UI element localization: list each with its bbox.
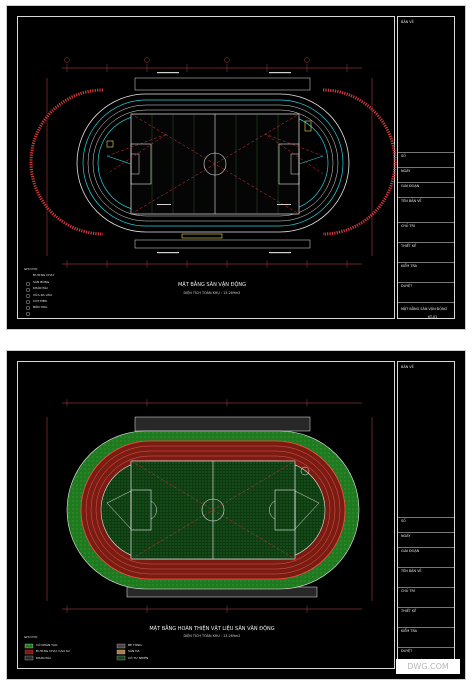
title-block-row: SỐ: [401, 154, 406, 158]
title-block-header: BẢN VẼ: [401, 20, 414, 24]
legend-item: BÊ TÔNG: [128, 643, 142, 647]
title-block-row: CHỦ TRÌ: [401, 589, 415, 593]
title-block-row: GIAI ĐOẠN: [401, 184, 420, 188]
legend-heading: GHI CHÚ:: [24, 267, 38, 271]
title-block-row: SỐ: [401, 519, 406, 523]
title-block-row: TÊN BẢN VẼ: [401, 569, 422, 573]
track-outer: [76, 93, 350, 233]
title-block-row: KIỂM TRA: [401, 264, 417, 268]
legend-item: KHÁN ĐÀI: [36, 655, 51, 660]
legend: GHI CHÚ: ĐƯỜNG CHẠY SÂN BÓNG KHÁN ĐÀI CỬ…: [24, 266, 54, 311]
legend-item: BỒN HOA: [33, 305, 48, 310]
title-block: BẢN VẼ SỐ NGÀY GIAI ĐOẠN TÊN BẢN VẼ CHỦ …: [397, 16, 455, 319]
title-block-row: NGÀY: [401, 169, 411, 173]
legend-item: ĐƯỜNG CHẠY: [33, 273, 55, 278]
stand-north: [134, 77, 311, 91]
legend-item: CỎ NHÂN TẠO: [36, 643, 58, 647]
sheet-code: KT-01: [428, 315, 438, 319]
stand-east: [322, 88, 397, 236]
drawing-name: MẶT BẰNG SÂN VẬN ĐỘNG: [401, 307, 448, 311]
legend-item: ĐƯỜNG CHẠY CAO SU: [36, 649, 70, 654]
legend-item: SÂN ĐÁ: [128, 649, 140, 654]
drawing-title: MẶT BẰNG HOÀN THIỆN VẬT LIỆU SÂN VẬN ĐỘN…: [149, 626, 275, 632]
title-block-header: BẢN VẼ: [401, 365, 414, 369]
drawing-subtitle: DIỆN TÍCH TOÀN KHU : 13.269m2: [183, 634, 241, 638]
title-block-row: CHỦ TRÌ: [401, 224, 415, 228]
stand-west: [29, 88, 104, 236]
title-block-row: DUYỆT: [401, 284, 413, 288]
watermark: DWG.COM: [396, 659, 460, 674]
center-circle: [203, 152, 227, 176]
title-block-row: THIẾT KẾ: [401, 244, 417, 248]
stand-north: [134, 416, 311, 432]
title-block-row: THIẾT KẾ: [401, 609, 417, 613]
drawing-frame: [17, 361, 395, 669]
center-circle: [201, 498, 225, 522]
title-block-row: KIỂM TRA: [401, 629, 417, 633]
legend-item: CỘT ĐÈN: [33, 299, 47, 304]
title-block-row: TÊN BẢN VẼ: [401, 199, 422, 203]
stadium-materials-drawing: [24, 399, 373, 661]
legend-heading: GHI CHÚ:: [24, 635, 38, 639]
legend-column: CỎ NHÂN TẠO ĐƯỜNG CHẠY CAO SU KHÁN ĐÀI: [36, 642, 70, 661]
title-block-row: DUYỆT: [401, 649, 413, 653]
drawing-title: MẶT BẰNG SÂN VẬN ĐỘNG: [177, 282, 247, 288]
title-block-row: GIAI ĐOẠN: [401, 549, 420, 553]
legend-item: SÂN BÓNG: [33, 279, 50, 284]
stand-south: [134, 239, 311, 249]
title-block-row: NGÀY: [401, 534, 411, 538]
stadium-plan-drawing: [26, 57, 397, 317]
legend-item: KHÁN ĐÀI: [33, 286, 48, 291]
drawing-sheet-site-plan: BẢN VẼ SỐ NGÀY GIAI ĐOẠN TÊN BẢN VẼ CHỦ …: [6, 5, 466, 330]
legend-column: BÊ TÔNG SÂN ĐÁ CỎ TỰ NHIÊN: [128, 642, 148, 661]
legend-item: CỎ TỰ NHIÊN: [128, 655, 149, 660]
drawing-subtitle: DIỆN TÍCH TOÀN KHU : 13.269m2: [183, 291, 241, 295]
drawing-sheet-materials-plan: BẢN VẼ SỐ NGÀY GIAI ĐOẠN TÊN BẢN VẼ CHỦ …: [6, 350, 466, 680]
legend-item: CỬA RA VÀO: [33, 292, 52, 297]
